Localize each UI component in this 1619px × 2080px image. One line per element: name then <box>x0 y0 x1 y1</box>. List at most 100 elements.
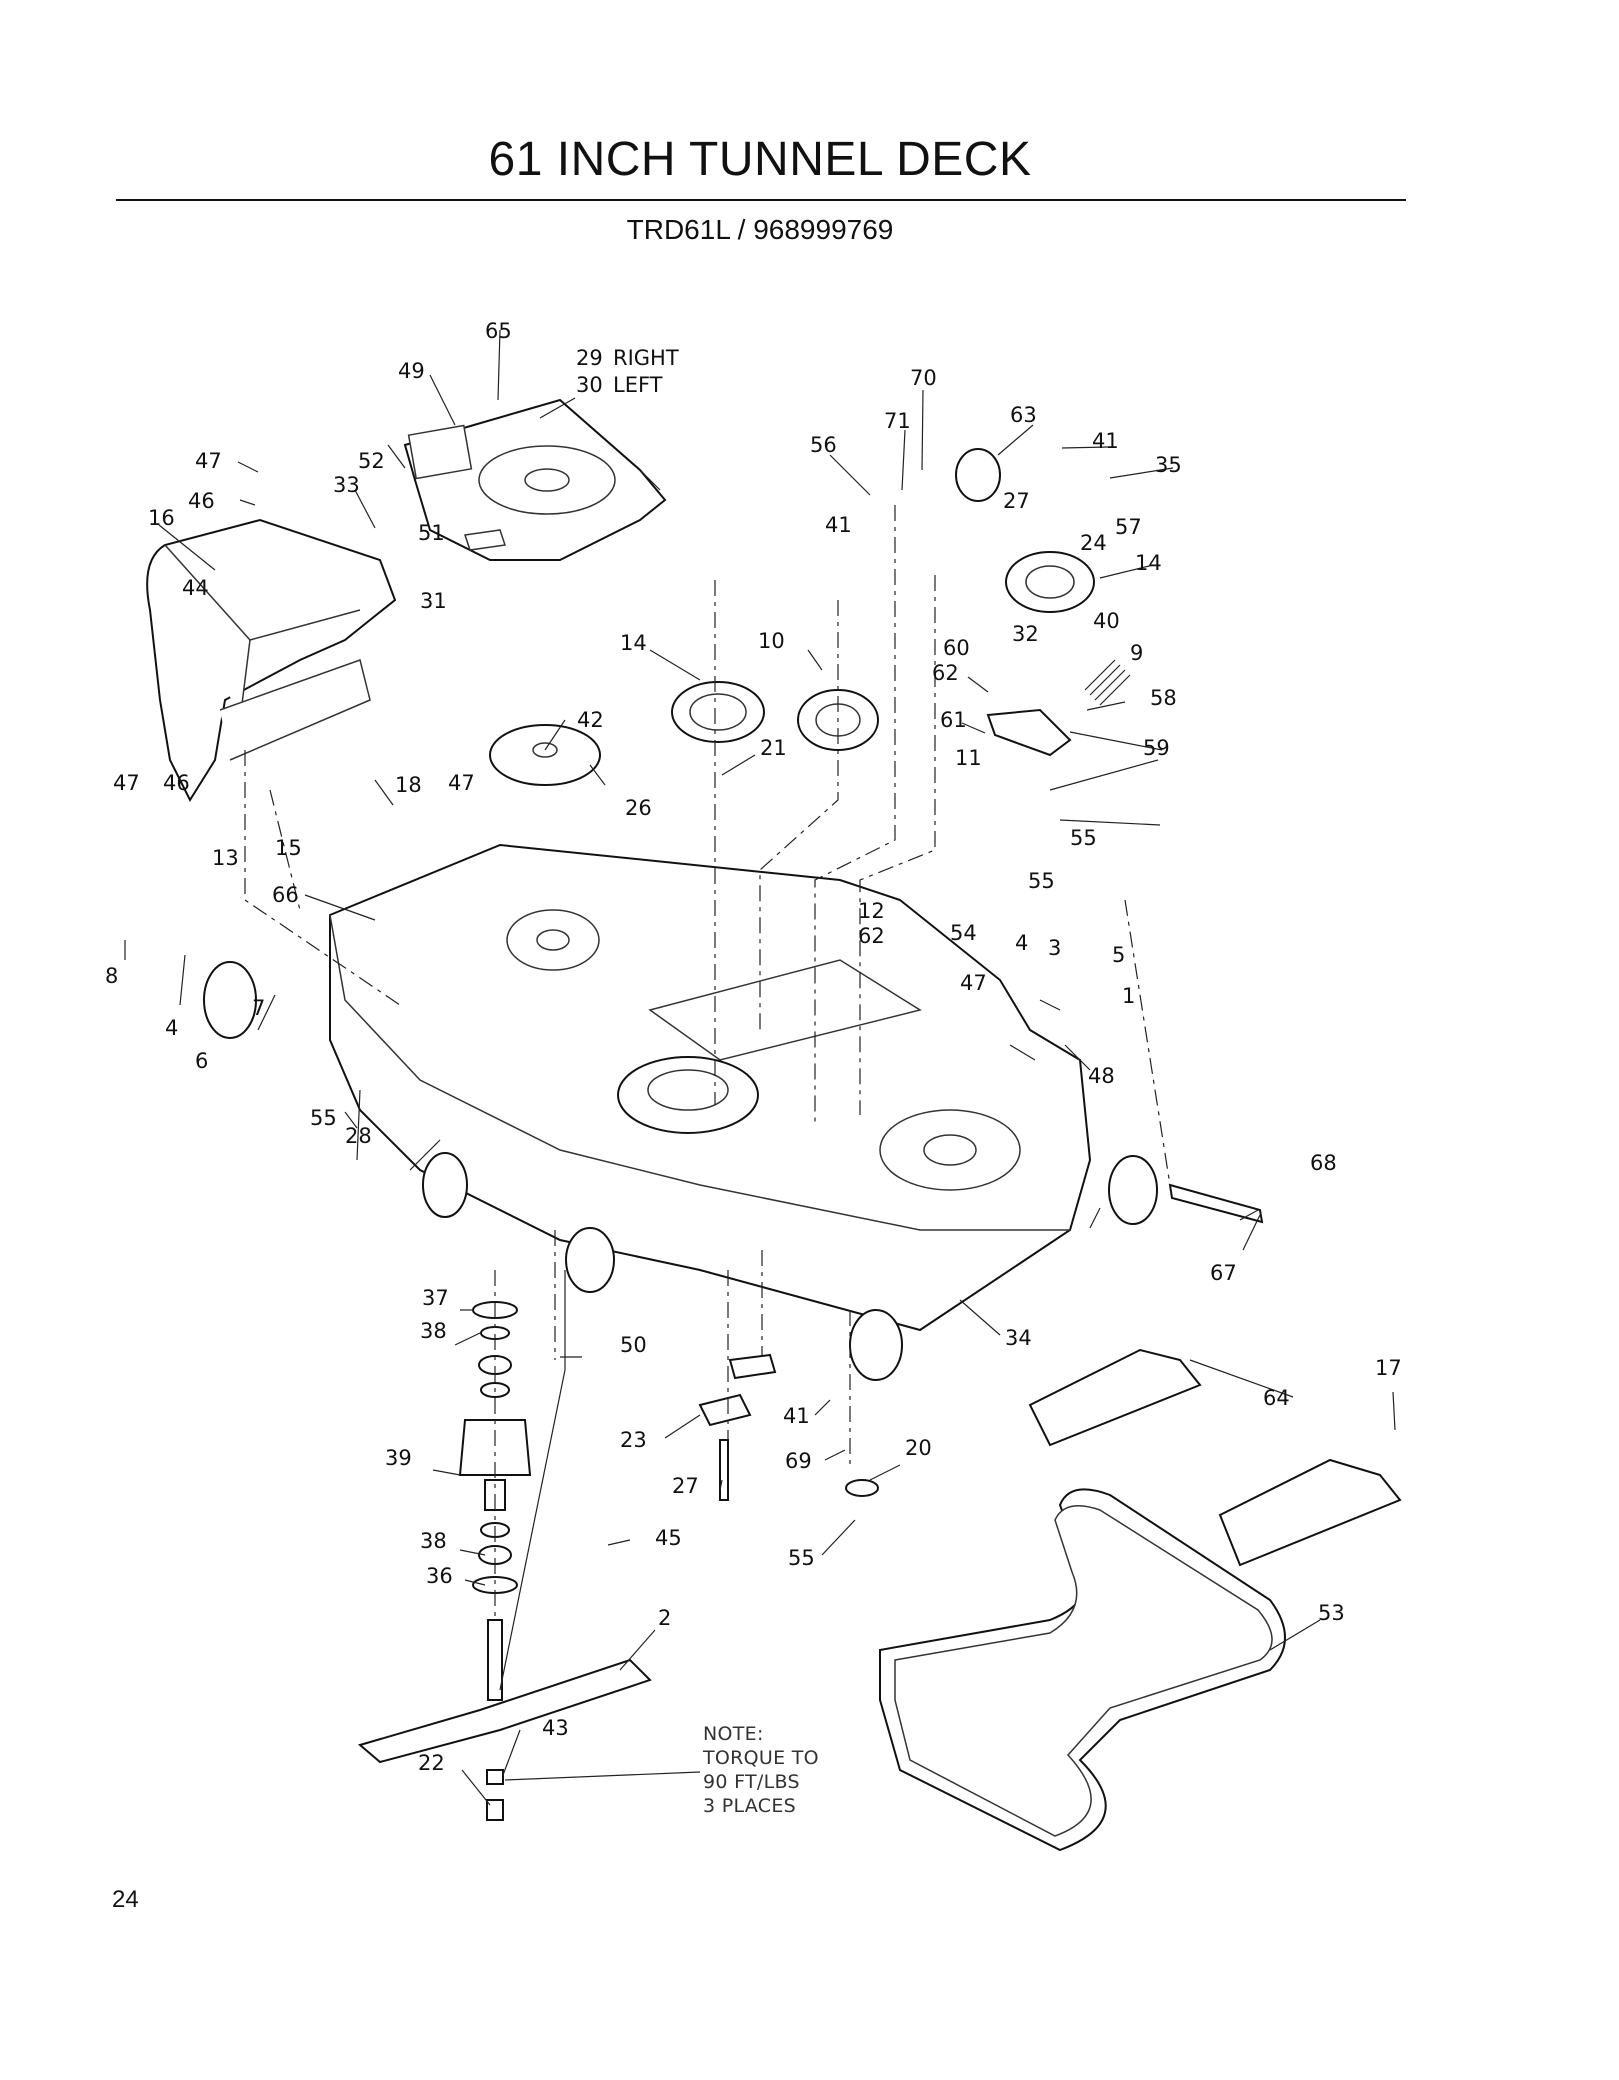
callout-11: 11 <box>955 746 982 770</box>
callout-9: 9 <box>1130 641 1143 665</box>
callout-38-top: 38 <box>420 1319 447 1343</box>
callout-27-top: 27 <box>1003 489 1030 513</box>
callout-3: 3 <box>1048 936 1061 960</box>
callout-labels: 65 49 29 RIGHT 30 LEFT 70 71 63 41 35 56… <box>105 319 1402 1775</box>
note-line-1: NOTE: <box>703 1723 764 1745</box>
callout-31: 31 <box>420 589 447 613</box>
spindle-assembly <box>458 1301 532 1701</box>
callout-1: 1 <box>1122 984 1135 1008</box>
callout-67: 67 <box>1210 1261 1237 1285</box>
callout-59: 59 <box>1143 736 1170 760</box>
callout-41-top: 41 <box>1092 429 1119 453</box>
note-line-2: TORQUE TO <box>702 1747 819 1769</box>
hanger-bracket-upper <box>1028 1348 1202 1447</box>
pulley-26 <box>489 724 601 786</box>
callout-38-bottom: 38 <box>420 1529 447 1553</box>
blade-bolt <box>486 1799 504 1821</box>
callout-66: 66 <box>272 883 299 907</box>
blade-washer <box>486 1769 504 1785</box>
callout-13: 13 <box>212 846 239 870</box>
callout-36: 36 <box>426 1564 453 1588</box>
callout-47-top: 47 <box>195 449 222 473</box>
callout-42: 42 <box>577 708 604 732</box>
plate <box>728 1353 777 1380</box>
callout-49: 49 <box>398 359 425 383</box>
callout-10: 10 <box>758 629 785 653</box>
model-number: TRD61L / 968999769 <box>626 214 894 245</box>
callout-2: 2 <box>658 1606 671 1630</box>
callout-35: 35 <box>1155 453 1182 477</box>
bolt-27 <box>719 1439 729 1501</box>
callout-40: 40 <box>1093 609 1120 633</box>
callout-30: 30 <box>576 373 603 397</box>
spring <box>1084 659 1131 706</box>
callout-24: 24 <box>1080 531 1107 555</box>
page-title: 61 INCH TUNNEL DECK <box>488 133 1032 186</box>
title-rule <box>116 199 1406 201</box>
callout-37: 37 <box>422 1286 449 1310</box>
callout-12: 12 <box>858 899 885 923</box>
callout-55-mid: 55 <box>1028 869 1055 893</box>
callout-58: 58 <box>1150 686 1177 710</box>
note-line-3: 90 FT/LBS <box>703 1771 800 1793</box>
gauge-wheel-right <box>1108 1155 1158 1225</box>
callout-65: 65 <box>485 319 512 343</box>
callout-48: 48 <box>1088 1064 1115 1088</box>
page-number: 24 <box>112 1886 139 1913</box>
idler-pulley-14-right <box>1005 551 1095 613</box>
callout-55-left: 55 <box>310 1106 337 1130</box>
callout-28: 28 <box>345 1124 372 1148</box>
callout-21: 21 <box>760 736 787 760</box>
callout-15: 15 <box>275 836 302 860</box>
gauge-wheel-front-left <box>422 1152 468 1218</box>
callout-47-mid: 47 <box>448 771 475 795</box>
callout-62-top: 62 <box>932 661 959 685</box>
callout-5: 5 <box>1112 943 1125 967</box>
callout-52: 52 <box>358 449 385 473</box>
callout-54: 54 <box>950 921 977 945</box>
idler-arm <box>986 708 1072 757</box>
label-left: LEFT <box>613 373 663 397</box>
discharge-cover <box>403 398 667 561</box>
callout-18: 18 <box>395 773 422 797</box>
callout-55-top: 55 <box>1070 826 1097 850</box>
note-line-4: 3 PLACES <box>703 1795 796 1817</box>
callout-61: 61 <box>940 708 967 732</box>
callout-20: 20 <box>905 1436 932 1460</box>
callout-4-right: 4 <box>1015 931 1028 955</box>
callout-4-left: 4 <box>165 1016 178 1040</box>
callout-50: 50 <box>620 1333 647 1357</box>
callout-23: 23 <box>620 1428 647 1452</box>
callout-47-left: 47 <box>113 771 140 795</box>
callout-7: 7 <box>252 996 265 1020</box>
callout-6: 6 <box>195 1049 208 1073</box>
callout-34: 34 <box>1005 1326 1032 1350</box>
callout-53: 53 <box>1318 1601 1345 1625</box>
washer-20 <box>845 1479 879 1497</box>
callout-46-top: 46 <box>188 489 215 513</box>
callout-17: 17 <box>1375 1356 1402 1380</box>
callout-63: 63 <box>1010 403 1037 427</box>
cutting-blade <box>357 1658 652 1764</box>
callout-43: 43 <box>542 1716 569 1740</box>
hanger-bracket-lower <box>1218 1458 1402 1567</box>
callout-26: 26 <box>625 796 652 820</box>
rear-baffle <box>146 518 397 803</box>
callout-27-bottom: 27 <box>672 1474 699 1498</box>
callout-8: 8 <box>105 964 118 988</box>
roller-shaft <box>1168 1183 1264 1224</box>
callout-62-mid: 62 <box>858 924 885 948</box>
callout-32: 32 <box>1012 622 1039 646</box>
callout-39: 39 <box>385 1446 412 1470</box>
idler-pulley-14 <box>671 681 765 743</box>
callout-29: 29 <box>576 346 603 370</box>
gauge-wheel-left <box>203 961 257 1039</box>
gauge-wheel-front <box>565 1227 615 1293</box>
callout-45: 45 <box>655 1526 682 1550</box>
callout-16: 16 <box>148 506 175 530</box>
callout-22: 22 <box>418 1751 445 1775</box>
callout-70: 70 <box>910 366 937 390</box>
callout-46-left: 46 <box>163 771 190 795</box>
callout-64: 64 <box>1263 1386 1290 1410</box>
